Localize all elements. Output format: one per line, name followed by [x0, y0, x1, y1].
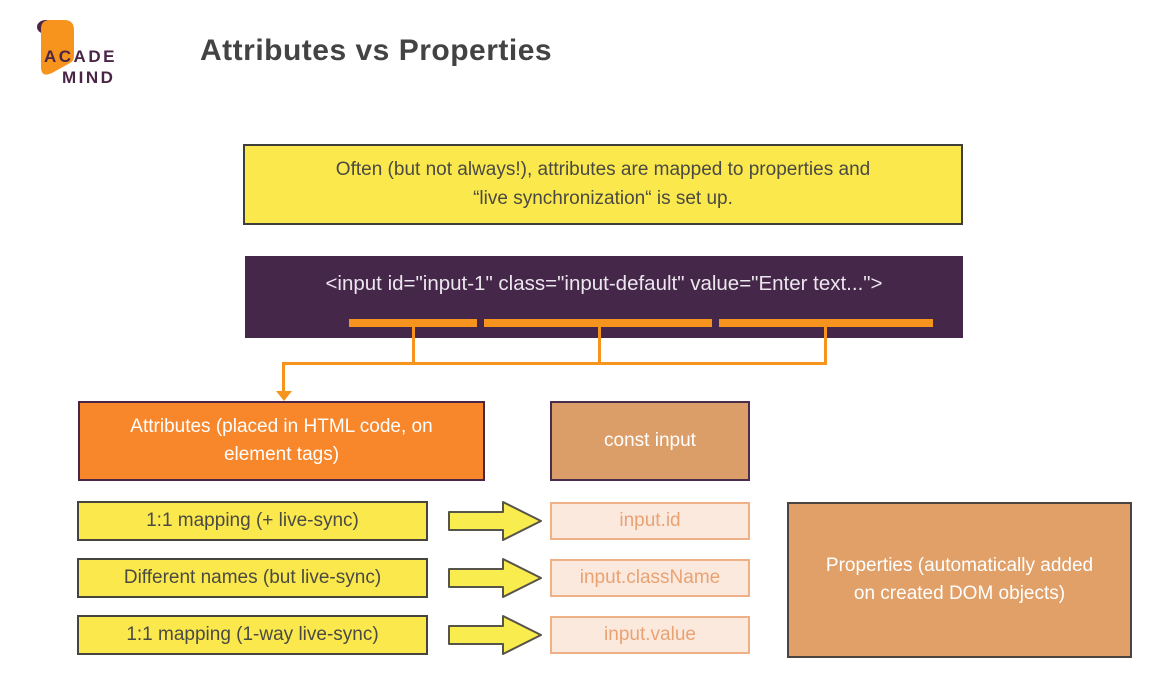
- attributes-box: Attributes (placed in HTML code, on elem…: [78, 401, 485, 481]
- right-arrow-icon: [448, 558, 542, 598]
- underline-id-attribute: [349, 319, 477, 327]
- code-snippet: <input id="input-1" class="input-default…: [325, 272, 883, 295]
- logo-text-acade: ACADE: [44, 47, 117, 66]
- underline-class-attribute: [484, 319, 712, 327]
- property-box-3: input.value: [550, 616, 750, 654]
- info-box-line1: Often (but not always!), attributes are …: [335, 159, 871, 180]
- connector-line-horizontal: [282, 362, 827, 365]
- property-box-1: input.id: [550, 502, 750, 540]
- properties-box-label: Properties (automatically added on creat…: [825, 554, 1094, 605]
- attributes-box-label: Attributes (placed in HTML code, on elem…: [130, 416, 433, 465]
- logo-text-mind: MIND: [62, 68, 116, 87]
- property-box-3-label: input.value: [604, 624, 696, 645]
- property-box-2: input.className: [550, 559, 750, 597]
- mapping-box-1-label: 1:1 mapping (+ live-sync): [146, 510, 359, 531]
- connector-line-to-attributes: [282, 362, 285, 392]
- right-arrow-icon: [448, 615, 542, 655]
- const-input-label: const input: [604, 430, 696, 451]
- property-box-2-label: input.className: [579, 567, 721, 588]
- underline-value-attribute: [719, 319, 933, 327]
- connector-line-value: [824, 327, 827, 365]
- right-arrow-icon: [448, 501, 542, 541]
- mapping-box-2-label: Different names (but live-sync): [123, 567, 382, 588]
- page-title: Attributes vs Properties: [200, 34, 553, 67]
- mapping-box-2: Different names (but live-sync): [77, 558, 428, 598]
- mapping-box-3: 1:1 mapping (1-way live-sync): [77, 615, 428, 655]
- properties-box: Properties (automatically added on creat…: [787, 502, 1132, 658]
- info-box-line2: “live synchronization“ is set up.: [473, 187, 733, 209]
- property-box-1-label: input.id: [619, 510, 681, 531]
- mapping-box-1: 1:1 mapping (+ live-sync): [77, 501, 428, 541]
- connector-line-class: [598, 327, 601, 365]
- connector-line-id: [412, 327, 415, 365]
- connector-arrowhead-icon: [276, 391, 292, 401]
- const-input-box: const input: [550, 401, 750, 481]
- mapping-box-3-label: 1:1 mapping (1-way live-sync): [126, 624, 379, 645]
- info-box: Often (but not always!), attributes are …: [243, 144, 963, 225]
- academind-logo-icon: [37, 20, 74, 75]
